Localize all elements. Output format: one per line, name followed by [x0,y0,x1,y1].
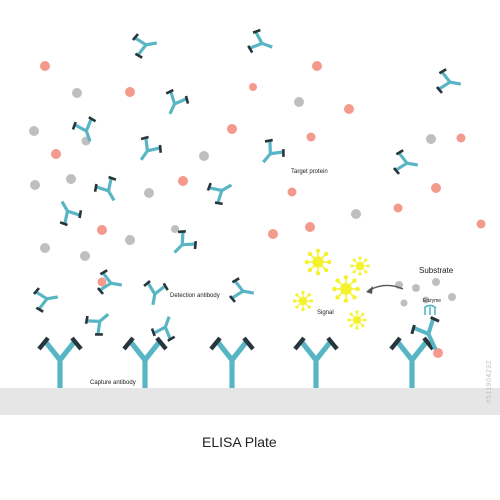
free-target-proteins [40,61,486,287]
bound-detection-antibody [410,316,440,351]
free-detection-antibodies [31,26,465,345]
free-particles [29,88,436,261]
bound-target-protein [433,348,443,358]
signal-label: Signal [317,310,334,316]
stock-id-watermark: #511904292 [486,360,493,404]
reaction-arrow-icon [366,284,404,294]
elisa-plate [0,388,500,415]
substrate-label: Substrate [419,266,454,275]
detection-antibody-label: Detection antibody [170,293,220,299]
enzyme-icon [423,304,437,315]
target-protein-label: Target protein [291,169,328,175]
enzyme-label: Enzyme [423,298,442,304]
substrate-particles [395,278,456,307]
capture-antibody-label: Capture antibody [90,380,136,386]
signal-stars [292,247,371,331]
plate-label: ELISA Plate [202,434,277,450]
